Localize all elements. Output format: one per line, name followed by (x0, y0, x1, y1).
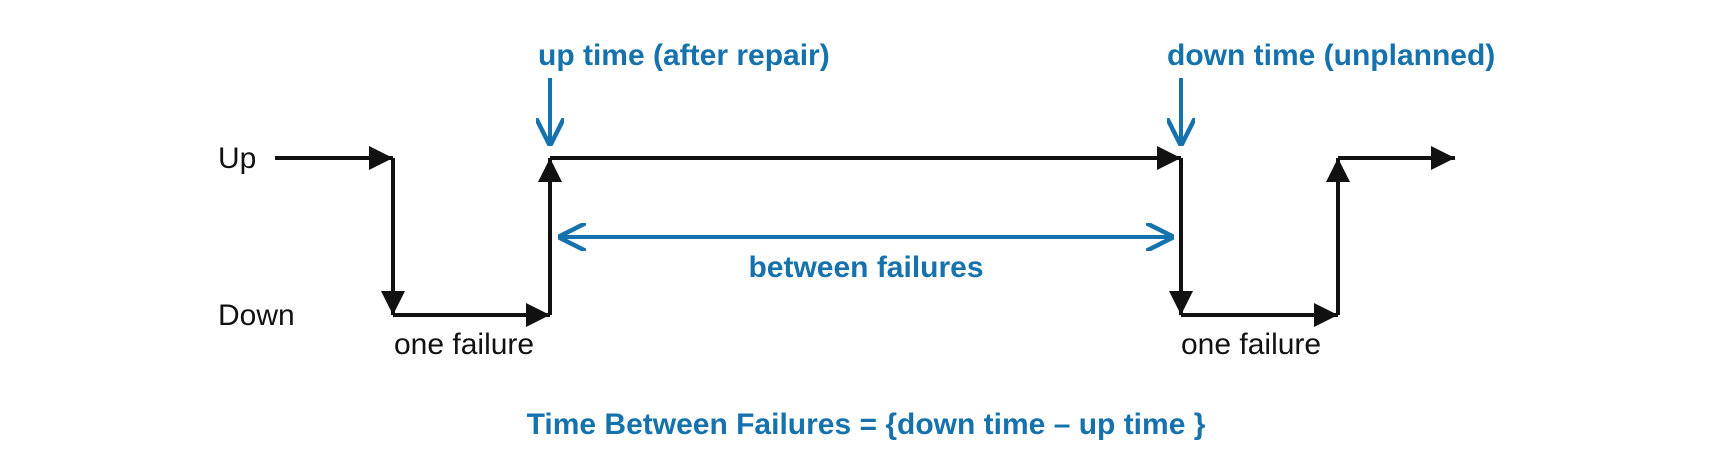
annotations: up time (after repair) down time (unplan… (538, 39, 1495, 284)
state-label-up: Up (218, 142, 256, 175)
annotation-up-time: up time (after repair) (538, 39, 830, 72)
annotation-between-failures: between failures (748, 251, 983, 284)
failure-label-1: one failure (394, 328, 534, 361)
state-label-down: Down (218, 299, 295, 332)
annotation-down-time: down time (unplanned) (1167, 39, 1495, 72)
failure-label-2: one failure (1181, 328, 1321, 361)
state-waveform (275, 146, 1455, 327)
formula-text: Time Between Failures = {down time – up … (527, 408, 1206, 441)
